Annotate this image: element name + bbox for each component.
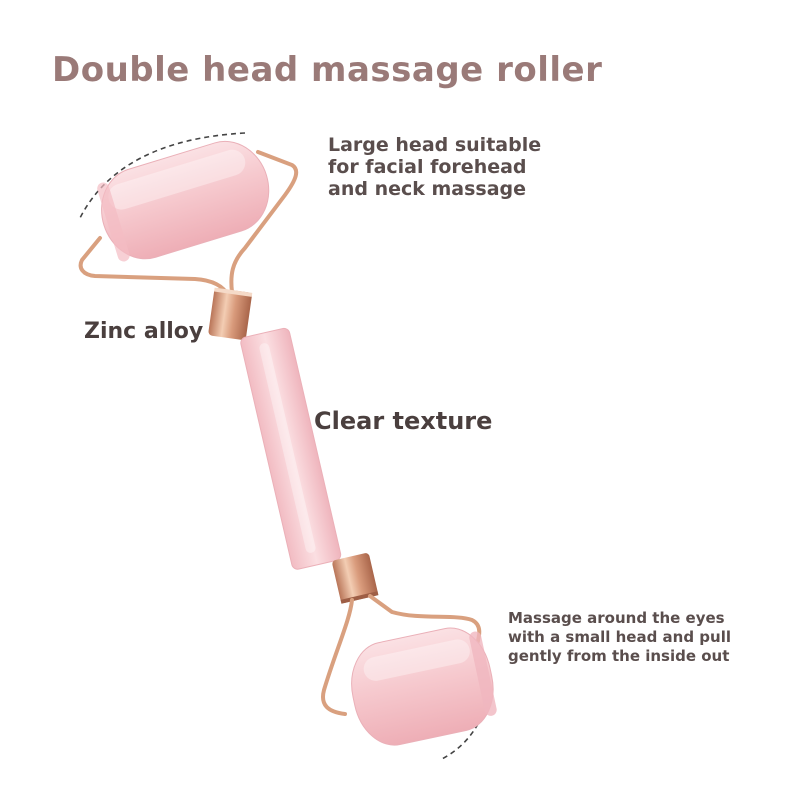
upper-collar	[208, 287, 253, 340]
small-head-line-1: Massage around the eyes	[508, 609, 725, 627]
clear-texture-label: Clear texture	[314, 407, 493, 435]
zinc-alloy-label: Zinc alloy	[84, 319, 204, 344]
roller-handle	[240, 327, 342, 570]
large-head-description: Large head suitable for facial forehead …	[328, 134, 541, 200]
large-head-line-3: and neck massage	[328, 178, 527, 200]
small-head-line-3: gently from the inside out	[508, 647, 730, 665]
large-head-dashed-arc	[79, 132, 246, 219]
small-head-description: Massage around the eyes with a small hea…	[508, 609, 731, 666]
upper-wire-frame	[229, 150, 299, 294]
large-roller-head	[97, 140, 270, 262]
small-head-line-2: with a small head and pull	[508, 628, 731, 646]
small-roller-head	[351, 627, 497, 746]
large-head-line-2: for facial forehead	[328, 156, 527, 178]
page-title: Double head massage roller	[52, 50, 603, 90]
large-head-line-1: Large head suitable	[328, 134, 542, 156]
